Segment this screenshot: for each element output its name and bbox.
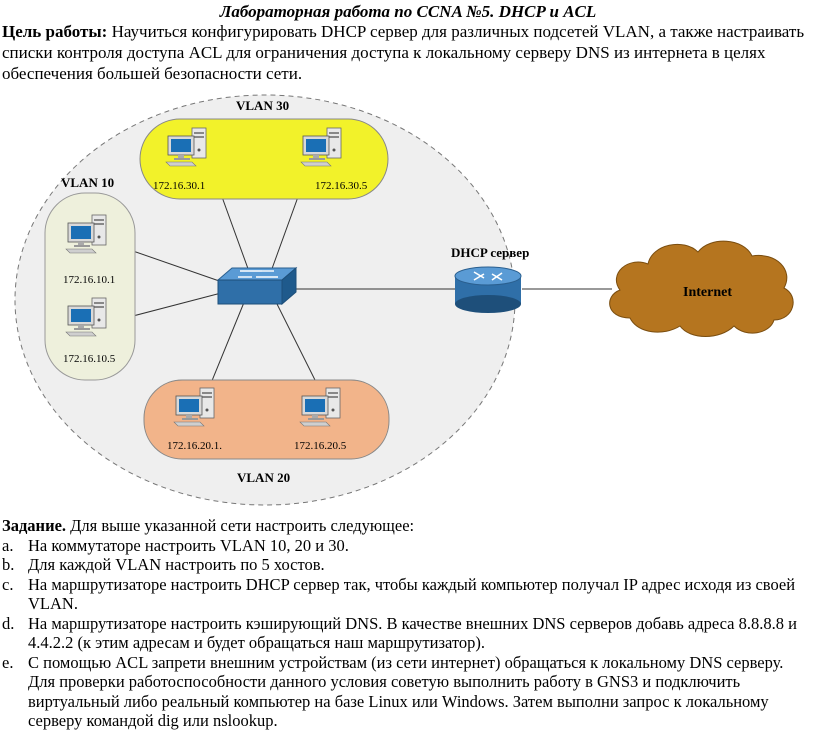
internet-cloud-icon: [609, 240, 794, 337]
task-heading: Задание. Для выше указанной сети настрои…: [2, 516, 814, 536]
list-marker: e.: [2, 652, 14, 672]
list-item: a. На коммутаторе настроить VLAN 10, 20 и…: [2, 536, 814, 556]
vlan30-host1-ip: 172.16.30.1: [153, 180, 205, 192]
vlan10-host2-ip: 172.16.10.5: [63, 353, 116, 365]
list-marker: a.: [2, 535, 14, 555]
list-marker: b.: [2, 555, 15, 574]
vlan30-label: VLAN 30: [236, 98, 289, 113]
vlan10-host1-ip: 172.16.10.1: [63, 274, 115, 286]
vlan20-host2-ip: 172.16.20.5: [294, 440, 347, 452]
vlan30-host2-ip: 172.16.30.5: [315, 180, 368, 192]
task-label: Задание.: [2, 516, 67, 535]
list-text: На маршрутизаторе настроить DHCP сервер …: [28, 574, 796, 614]
goal-text: Научиться конфигурировать DHCP сервер дл…: [2, 22, 805, 83]
task-list: a. На коммутаторе настроить VLAN 10, 20 и…: [2, 536, 814, 731]
list-item: e. С помощью ACL запрети внешним устройст…: [2, 653, 814, 731]
list-item: b. Для каждой VLAN настроить по 5 хостов.: [2, 555, 814, 575]
list-item: d. На маршрутизаторе настроить кэширующий…: [2, 614, 814, 653]
list-item: c. На маршрутизаторе настроить DHCP серве…: [2, 575, 814, 614]
goal-label: Цель работы:: [2, 22, 108, 41]
list-text: С помощью ACL запрети внешним устройства…: [28, 652, 784, 731]
list-marker: c.: [2, 574, 14, 594]
list-text: На маршрутизаторе настроить кэширующий D…: [28, 613, 797, 653]
vlan20-host1-ip: 172.16.20.1.: [167, 440, 222, 452]
vlan20-label: VLAN 20: [237, 470, 290, 485]
vlan10-zone: [44, 192, 136, 381]
vlan10-label: VLAN 10: [61, 175, 114, 190]
network-diagram: VLAN 30 172.16.30.1 172.16.30.5 VLAN 10 …: [0, 86, 816, 516]
list-text: Для каждой VLAN настроить по 5 хостов.: [28, 555, 325, 574]
document-title: Лабораторная работа по CCNA №5. DHCP и A…: [219, 2, 597, 21]
task-section: Задание. Для выше указанной сети настрои…: [2, 516, 814, 731]
list-marker: d.: [2, 613, 15, 633]
internet-label: Internet: [683, 285, 732, 300]
list-text: На коммутаторе настроить VLAN 10, 20 и 3…: [28, 535, 349, 555]
router-label: DHCP сервер: [451, 245, 529, 260]
switch-icon: [216, 266, 298, 306]
task-intro: Для выше указанной сети настроить следую…: [66, 516, 415, 535]
router-icon: [454, 266, 522, 313]
goal-paragraph: Цель работы: Научиться конфигурировать D…: [2, 21, 814, 84]
